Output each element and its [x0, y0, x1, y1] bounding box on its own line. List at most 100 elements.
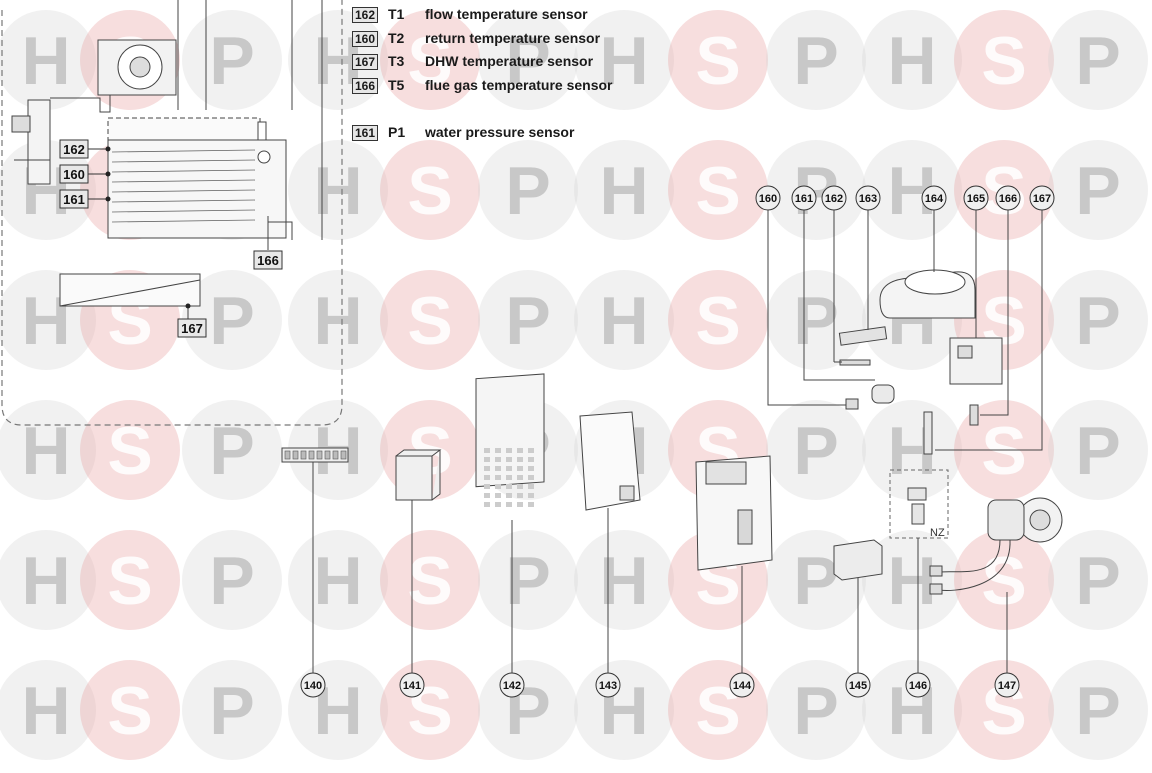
part-vent-slot	[517, 475, 523, 480]
part-callout-165: 165	[967, 193, 985, 205]
part-vent-slot	[528, 466, 534, 471]
part-terminal-slot	[292, 450, 299, 460]
part-vent-slot	[484, 457, 490, 462]
watermark-circle	[668, 270, 768, 370]
part-vent-slot	[495, 457, 501, 462]
watermark-circle	[0, 10, 96, 110]
watermark-letter: P	[1075, 543, 1120, 619]
part-vent-slot	[517, 457, 523, 462]
watermark-letter: P	[505, 23, 550, 99]
part-vent-slot	[495, 493, 501, 498]
inset-label-dot	[105, 146, 111, 152]
part-vent-slot	[484, 448, 490, 453]
watermark-letter: P	[209, 283, 254, 359]
part-terminal-slot	[332, 450, 339, 460]
watermark-circle	[766, 400, 866, 500]
watermark-circle	[954, 10, 1054, 110]
watermark-circle	[288, 140, 388, 240]
part-vent-slot	[517, 448, 523, 453]
legend-sensor-code: T5	[388, 77, 405, 93]
legend-sensor-code: P1	[388, 124, 406, 140]
part-sensor-162	[839, 359, 871, 366]
watermark-letter: S	[107, 543, 152, 619]
part-vent-slot	[528, 457, 534, 462]
watermark-letter: P	[793, 413, 838, 489]
watermark-circle	[668, 10, 768, 110]
part-vent-slot	[484, 484, 490, 489]
inset-valve-knob	[11, 115, 31, 133]
part-vent-slot	[528, 502, 534, 507]
watermark-circle	[574, 10, 674, 110]
watermark-circle	[0, 530, 96, 630]
part-vent-slot	[506, 475, 512, 480]
part-vent-slot	[517, 493, 523, 498]
watermark-letter: H	[599, 153, 648, 229]
watermark-circle	[862, 400, 962, 500]
inset-gas-valve	[27, 99, 51, 185]
part-pump-wires	[939, 539, 1011, 591]
inset-hx-fin	[111, 219, 256, 223]
legend-part-number: 161	[352, 125, 378, 141]
inset-hx-fin	[111, 179, 256, 183]
watermark-letter: P	[505, 283, 550, 359]
part-vent-slot	[495, 466, 501, 471]
part-vent-slot	[506, 448, 512, 453]
watermark-circle	[1048, 660, 1148, 760]
watermark-circle	[1048, 140, 1148, 240]
watermark-circle	[574, 140, 674, 240]
legend-part-number: 166	[352, 78, 378, 94]
watermark-letter: H	[599, 283, 648, 359]
part-vent-slot	[495, 448, 501, 453]
inset-hx-fin	[111, 159, 256, 163]
watermark-circle	[478, 10, 578, 110]
inset-label: 166	[257, 253, 279, 268]
legend-description: DHW temperature sensor	[425, 53, 594, 69]
watermark-circle	[478, 270, 578, 370]
watermark-circle	[574, 270, 674, 370]
watermark-circle	[1048, 400, 1148, 500]
watermark-letter: P	[793, 23, 838, 99]
part-vent-slot	[517, 484, 523, 489]
part-vent-slot	[495, 484, 501, 489]
part-callout-163: 163	[859, 193, 877, 205]
legend-part-number: 162	[352, 7, 378, 23]
part-nz-frame	[889, 469, 949, 539]
watermark-letter: S	[107, 413, 152, 489]
watermark-letter: H	[599, 23, 648, 99]
part-block-145	[833, 539, 883, 581]
watermark-circle	[1048, 10, 1148, 110]
watermark-letter: S	[981, 23, 1026, 99]
watermark-circle	[862, 10, 962, 110]
part-fitting-146b	[911, 503, 925, 525]
watermark-letter: P	[209, 23, 254, 99]
part-fan-inlet	[904, 269, 966, 295]
watermark-letter: H	[887, 543, 936, 619]
watermark-letter: H	[313, 543, 362, 619]
part-callout-143: 143	[599, 680, 617, 692]
watermark-letter: S	[407, 153, 452, 229]
watermark-circle	[862, 530, 962, 630]
watermark-circle	[380, 10, 480, 110]
inset-label-dot	[105, 196, 111, 202]
part-pump-plug	[929, 565, 943, 577]
inset-hx-fin	[111, 209, 256, 213]
inset-fan-hub	[129, 56, 151, 78]
watermark-circle	[574, 530, 674, 630]
watermark-letter: P	[505, 543, 550, 619]
part-vent-slot	[528, 493, 534, 498]
inset-sensor-port	[257, 150, 271, 164]
part-terminal-slot	[340, 450, 347, 460]
inset-dhw-dot	[185, 303, 191, 309]
watermark-circle	[478, 140, 578, 240]
watermark-letter: P	[1075, 413, 1120, 489]
part-vent-slot	[506, 493, 512, 498]
part-vent-slot	[506, 502, 512, 507]
watermark-circle	[766, 10, 866, 110]
part-pcb-connector	[737, 509, 753, 545]
watermark-letter: S	[695, 283, 740, 359]
inset-label: 162	[63, 142, 85, 157]
inset-label: 161	[63, 192, 85, 207]
part-callout-167: 167	[1033, 193, 1051, 205]
part-callout-166: 166	[999, 193, 1017, 205]
legend-description: flow temperature sensor	[425, 6, 588, 22]
